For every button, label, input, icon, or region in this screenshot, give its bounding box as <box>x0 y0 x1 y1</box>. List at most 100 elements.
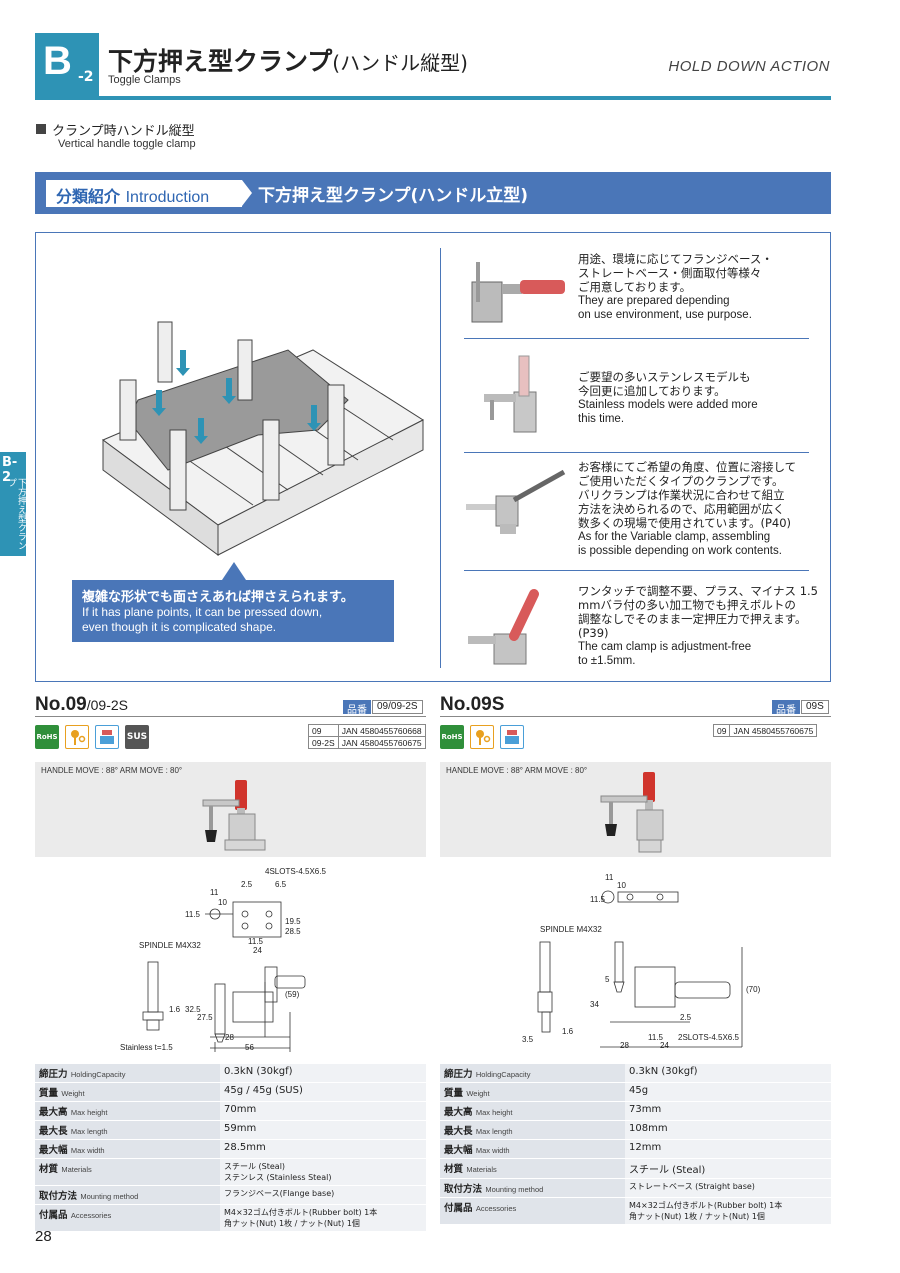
clamp-type-icon <box>500 725 524 749</box>
table-row: 締圧力 HoldingCapacity 0.3kN (30kgf) <box>35 1064 426 1083</box>
product-2-drawing: 11 10 11.5 SPINDLE M4X32 5 34 (70) 2.5 3… <box>522 873 761 1050</box>
spec-value: 45g <box>625 1082 831 1102</box>
spec-value: 59mm <box>220 1120 426 1140</box>
dim-28: 28 <box>225 1033 234 1042</box>
spec-key: 締圧力 HoldingCapacity <box>35 1064 220 1083</box>
feature-1-en-2: on use environment, use purpose. <box>578 309 752 321</box>
dim-slots: 4SLOTS-4.5X6.5 <box>265 867 326 876</box>
spec-key: 付属品 Accessories <box>440 1197 625 1225</box>
dim-11: 11 <box>605 873 614 882</box>
feature-4-en-2: to ±1.5mm. <box>578 655 636 667</box>
feature-row-2: ご要望の多いステンレスモデルも 今回更に追加しております。 Stainless … <box>464 352 809 436</box>
table-row: 材質 Materials スチール (Steal)ステンレス (Stainles… <box>35 1158 426 1186</box>
spec-value: ストレートベース (Straight base) <box>625 1178 831 1198</box>
dim-24: 24 <box>660 1041 669 1050</box>
dim-1-6: 1.6 <box>562 1027 574 1036</box>
feature-separator <box>464 570 809 571</box>
feature-separator <box>464 338 809 339</box>
table-row: 付属品 Accessories M4×32ゴム付きボルト(Rubber bolt… <box>35 1204 426 1232</box>
dim-11-5b: 11.5 <box>248 937 264 946</box>
product-2-hinban-label: 品番 <box>772 700 800 716</box>
page-title: 下方押え型クランプ(ハンドル縦型) <box>108 42 468 78</box>
table-row: 09 JAN 4580455760668 <box>308 724 426 737</box>
section-badge-sub: -2 <box>78 69 94 85</box>
dim-spindle: SPINDLE M4X32 <box>540 925 602 934</box>
product-2-photo: HANDLE MOVE : 88° ARM MOVE : 80° <box>440 762 831 857</box>
table-row: 取付方法 Mounting method フランジベース(Flange base… <box>35 1185 426 1205</box>
jan-code-value: JAN 4580455760675 <box>729 724 818 737</box>
product-1-name-sub: /09-2S <box>86 697 128 713</box>
header-rule <box>35 96 831 100</box>
jan-code-label: 09 <box>712 724 731 737</box>
dim-2-5: 2.5 <box>680 1013 692 1022</box>
product-2-photo-caption: HANDLE MOVE : 88° ARM MOVE : 80° <box>446 766 588 775</box>
dim-28: 28 <box>620 1041 629 1050</box>
spec-value: 70mm <box>220 1101 426 1121</box>
fixture-illustration <box>102 321 425 556</box>
table-row: 最大長 Max length 59mm <box>35 1120 426 1140</box>
dim-stainless: Stainless t=1.5 <box>120 1043 173 1052</box>
dim-6-5: 6.5 <box>275 880 287 889</box>
spec-value: 0.3kN (30kgf) <box>220 1064 426 1083</box>
side-tab[interactable]: B-2 下方押え型クランプ <box>0 452 26 556</box>
product-1-photo: HANDLE MOVE : 88° ARM MOVE : 80° <box>35 762 426 857</box>
bolt-icon <box>65 725 89 749</box>
feature-row-3: お客様にてご希望の角度、位置に溶接して ご使用いただくタイプのクランプです。 バ… <box>464 460 809 557</box>
spec-key: 最大幅 Max width <box>440 1139 625 1159</box>
product-1-name: No.09 <box>35 694 87 715</box>
feature-row-1: 用途、環境に応じてフランジベース・ ストレートベース・側面取付等様々 ご用意して… <box>464 252 809 336</box>
dim-27-5: 27.5 <box>197 1013 213 1022</box>
intro-callout: 複雑な形状でも面さえあれば押さえられます。 If it has plane po… <box>72 580 394 642</box>
intro-banner-text: 下方押え型クランプ(ハンドル立型) <box>258 186 529 206</box>
feature-1-jp-1: 用途、環境に応じてフランジベース・ <box>578 252 773 266</box>
spec-key: 付属品 Accessories <box>35 1204 220 1232</box>
feature-1-jp-2: ストレートベース・側面取付等様々 <box>578 266 762 280</box>
dim-10: 10 <box>218 898 227 907</box>
feature-4-jp-1: ワンタッチで調整不要、プラス、マイナス 1.5 <box>578 584 818 598</box>
page-title-main: 下方押え型クランプ <box>108 47 333 76</box>
spec-key: 最大長 Max length <box>35 1120 220 1140</box>
bolt-icon <box>470 725 494 749</box>
dim-56: 56 <box>245 1043 254 1052</box>
feature-4-jp-2: mmバラ付の多い加工物でも押えボルトの <box>578 598 796 612</box>
table-row: 締圧力 HoldingCapacity 0.3kN (30kgf) <box>440 1064 831 1083</box>
spec-key: 最大高 Max height <box>35 1101 220 1121</box>
spec-key: 締圧力 HoldingCapacity <box>440 1064 625 1083</box>
section-badge: B -2 <box>35 33 99 97</box>
feature-2-jp-2: 今回更に追加しております。 <box>578 384 726 398</box>
table-row: 質量 Weight 45g / 45g (SUS) <box>35 1082 426 1102</box>
spec-value: 108mm <box>625 1120 831 1140</box>
spec-key: 最大幅 Max width <box>35 1139 220 1159</box>
dim-slots: 2SLOTS-4.5X6.5 <box>678 1033 739 1042</box>
table-row: 付属品 Accessories M4×32ゴム付きボルト(Rubber bolt… <box>440 1197 831 1225</box>
spec-value: 0.3kN (30kgf) <box>625 1064 831 1083</box>
page-subtitle: Toggle Clamps <box>108 74 181 86</box>
product-2-spec-table: 締圧力 HoldingCapacity 0.3kN (30kgf) 質量 Wei… <box>440 1064 831 1225</box>
feature-4-en-1: The cam clamp is adjustment-free <box>578 641 752 653</box>
dim-70: (70) <box>746 985 761 994</box>
spec-key: 取付方法 Mounting method <box>440 1178 625 1198</box>
spec-key: 材質 Materials <box>440 1158 625 1179</box>
table-row: 取付方法 Mounting method ストレートベース (Straight … <box>440 1178 831 1198</box>
section-badge-letter: B <box>43 39 72 83</box>
spec-value: M4×32ゴム付きボルト(Rubber bolt) 1本角ナット(Nut) 1枚… <box>220 1204 426 1232</box>
product-2-jan-table: 09 JAN 4580455760675 <box>712 724 818 737</box>
table-row: 09 JAN 4580455760675 <box>712 724 818 737</box>
spec-value: スチール (Steal) <box>625 1158 831 1179</box>
rohs-badge: RoHS <box>440 725 464 749</box>
dim-34: 34 <box>590 1000 599 1009</box>
page-number: 28 <box>35 1228 52 1245</box>
spec-value: 45g / 45g (SUS) <box>220 1082 426 1102</box>
spec-value: M4×32ゴム付きボルト(Rubber bolt) 1本角ナット(Nut) 1枚… <box>625 1197 831 1225</box>
section-label-jp: クランプ時ハンドル縦型 <box>52 124 195 139</box>
section-bullet <box>36 124 46 134</box>
feature-3-en-2: is possible depending on work contents. <box>578 545 782 557</box>
feature-1-jp-3: ご用意しております。 <box>578 280 692 294</box>
clamp-type-icon <box>95 725 119 749</box>
stainless-clamp-image <box>484 355 537 433</box>
spec-value: 28.5mm <box>220 1139 426 1159</box>
feature-text-2: ご要望の多いステンレスモデルも 今回更に追加しております。 Stainless … <box>578 370 818 426</box>
product-name-1: No.09/09-2S <box>35 694 128 716</box>
dim-3-5: 3.5 <box>522 1035 534 1044</box>
feature-3-jp-1: お客様にてご希望の角度、位置に溶接して <box>578 460 797 474</box>
